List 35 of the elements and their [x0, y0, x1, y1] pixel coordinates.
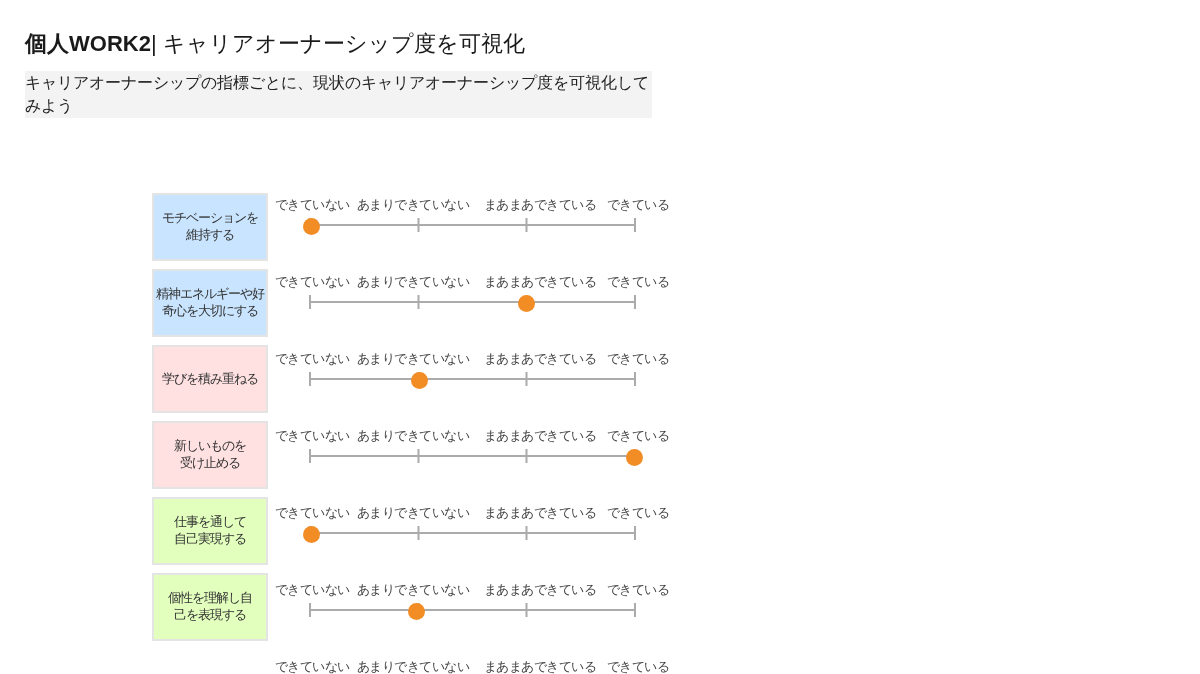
scale-label: まあまあできている — [483, 583, 597, 597]
scale-label: あまりできていない — [356, 429, 470, 443]
scale-label: できている — [606, 352, 670, 366]
scale-label: まあまあできている — [483, 429, 597, 443]
sticky-note: 新しいものを受け止める — [152, 421, 268, 489]
scale-label: できていない — [274, 352, 350, 366]
scale-label: まあまあできている — [483, 198, 597, 212]
scale-label: あまりできていない — [356, 660, 470, 674]
scale-label: できていない — [274, 583, 350, 597]
scale-label: できていない — [274, 506, 350, 520]
scale-label: できている — [606, 275, 670, 289]
scale-label: あまりできていない — [356, 275, 470, 289]
scale-label: できている — [606, 583, 670, 597]
scale-label: できている — [606, 660, 670, 674]
scale-label: まあまあできている — [483, 352, 597, 366]
sticky-note: モチベーションを維持する — [152, 193, 268, 261]
sticky-note: 学びを積み重ねる — [152, 345, 268, 413]
scale-label: できている — [606, 506, 670, 520]
scale-label: まあまあできている — [483, 506, 597, 520]
title: 個人WORK2| キャリアオーナーシップ度を可視化 — [25, 30, 525, 58]
scale-label: できていない — [274, 429, 350, 443]
scale-label: あまりできていない — [356, 198, 470, 212]
scale-label: できている — [606, 429, 670, 443]
scale-label: あまりできていない — [356, 352, 470, 366]
scale-label: まあまあできている — [483, 275, 597, 289]
sticky-note: 仕事を通して自己実現する — [152, 497, 268, 565]
sticky-note: 個性を理解し自己を表現する — [152, 573, 268, 641]
scale-label: あまりできていない — [356, 583, 470, 597]
scale-label: できていない — [274, 275, 350, 289]
sticky-note: 精神エネルギーや好奇心を大切にする — [152, 269, 268, 337]
instruction-band: キャリアオーナーシップの指標ごとに、現状のキャリアオーナーシップ度を可視化してみよう — [25, 71, 652, 118]
scale-label: できていない — [274, 660, 350, 674]
scale-label: まあまあできている — [483, 660, 597, 674]
scale-label: できている — [606, 198, 670, 212]
scale-label: あまりできていない — [356, 506, 470, 520]
